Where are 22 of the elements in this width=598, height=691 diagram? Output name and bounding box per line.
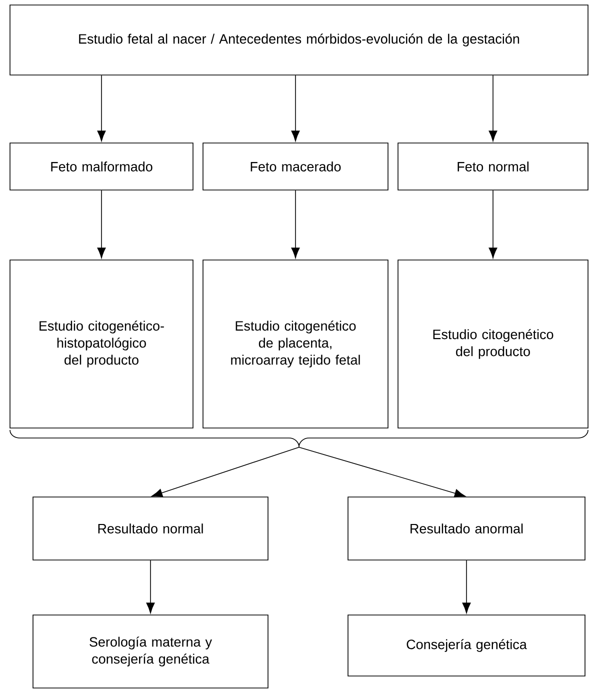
process-box: Serología materna y consejería genética bbox=[32, 614, 268, 688]
process-box: Feto malformado bbox=[10, 142, 194, 190]
arrow bbox=[146, 560, 155, 614]
arrow bbox=[488, 190, 498, 258]
process-box: Feto normal bbox=[398, 142, 588, 190]
arrow bbox=[291, 75, 300, 142]
arrow bbox=[488, 75, 498, 142]
process-box: Estudio citogenético-histopatológico del producto bbox=[10, 260, 194, 428]
arrow bbox=[298, 446, 466, 498]
process-box: Consejería genética bbox=[348, 614, 586, 676]
arrow bbox=[97, 75, 106, 142]
arrow bbox=[97, 190, 106, 258]
process-box: Estudio citogenético de placenta, microarray tejido fetal bbox=[202, 260, 388, 428]
curly-brace bbox=[10, 430, 588, 448]
process-box: Resultado normal bbox=[32, 496, 268, 560]
process-box: Estudio fetal al nacer / Antecedentes mórbidos-evolución de la gestación bbox=[10, 4, 588, 76]
process-box: Resultado anormal bbox=[348, 496, 586, 560]
arrow bbox=[152, 446, 300, 497]
arrow bbox=[462, 560, 471, 614]
process-box: Feto macerado bbox=[202, 142, 388, 190]
process-box: Estudio citogenético del producto bbox=[398, 260, 588, 428]
arrow bbox=[291, 190, 300, 258]
